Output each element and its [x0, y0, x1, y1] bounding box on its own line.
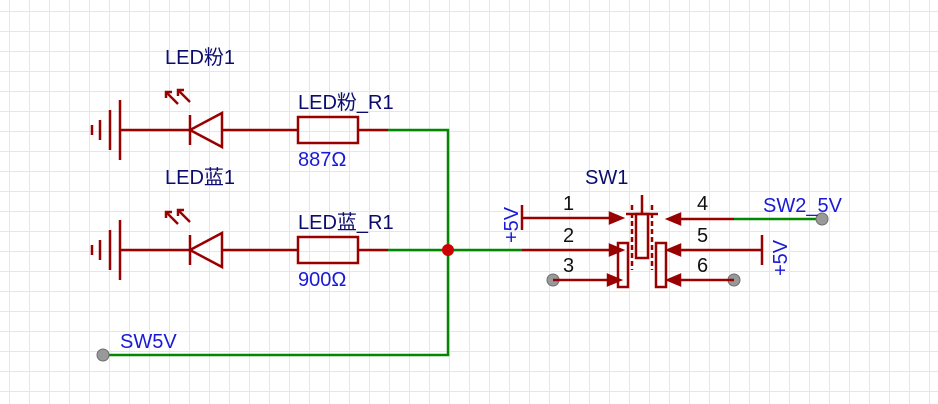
switch-pin-6: 6	[697, 255, 708, 277]
resistor-pink-body[interactable]	[296, 115, 360, 145]
switch-pin-4: 4	[697, 193, 708, 215]
wire-r1-to-node[interactable]	[388, 128, 450, 250]
led-pink-icon[interactable]	[164, 88, 298, 150]
terminal-sw5v[interactable]	[96, 348, 110, 362]
resistor-pink-designator: LED粉_R1	[298, 91, 394, 114]
switch-body-icon[interactable]	[522, 195, 734, 289]
wire-sw5v[interactable]	[103, 250, 450, 357]
net-label-sw2-5v: SW2_5V	[763, 195, 843, 217]
ground-icon	[90, 220, 190, 280]
resistor-blue-designator: LED蓝_R1	[298, 211, 394, 234]
switch-pin-3: 3	[563, 255, 574, 277]
power-flag-left-icon	[520, 205, 545, 230]
led-blue-icon[interactable]	[164, 208, 298, 270]
switch-designator: SW1	[585, 167, 628, 189]
power-flag-right-icon	[734, 235, 764, 265]
resistor-blue-value: 900Ω	[298, 269, 346, 291]
resistor-pink-value: 887Ω	[298, 149, 346, 171]
wires	[103, 128, 822, 357]
resistor-blue-body[interactable]	[296, 235, 360, 265]
switch-pin-2: 2	[563, 225, 574, 247]
net-label-sw5v: SW5V	[120, 331, 177, 353]
led-pink-designator: LED粉1	[165, 46, 235, 69]
power-label-left: +5V	[501, 206, 523, 243]
junction-dot	[442, 244, 454, 256]
ground-icon	[90, 100, 190, 160]
terminal-sw2-5v[interactable]	[815, 212, 829, 226]
switch-pin-5: 5	[697, 225, 708, 247]
power-label-right: +5V	[770, 239, 792, 276]
led-blue-designator: LED蓝1	[165, 166, 235, 189]
switch-pin-1: 1	[563, 193, 574, 215]
